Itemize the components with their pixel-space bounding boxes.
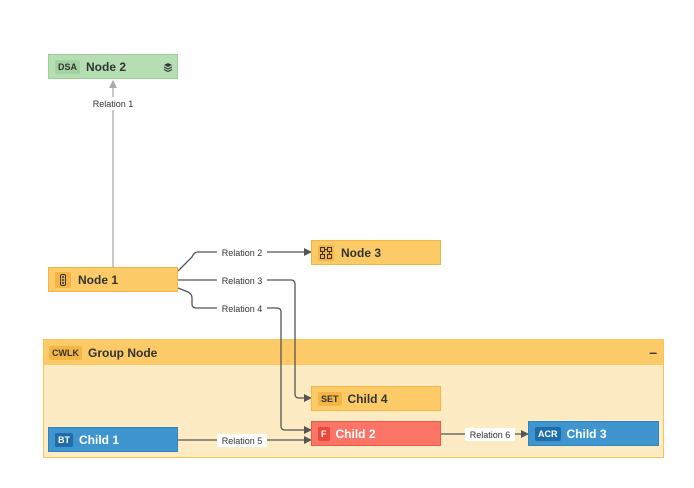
child-2-label: Child 2 [335, 426, 376, 441]
node-2[interactable]: DSA Node 2 [48, 54, 178, 79]
relation-6-edge[interactable]: Relation 6 [441, 428, 529, 441]
child-3[interactable]: ACR Child 3 [528, 421, 659, 446]
child-2-badge: F [318, 426, 330, 441]
child-4-label: Child 4 [347, 391, 388, 406]
traffic-light-icon [55, 271, 71, 288]
node-3-label: Node 3 [341, 245, 382, 260]
child-3-badge: ACR [535, 426, 561, 441]
node-2-badge: DSA [55, 59, 81, 74]
child-4-badge: SET [318, 391, 342, 406]
relation-2-label: Relation 2 [222, 248, 263, 258]
child-2[interactable]: F Child 2 [311, 421, 441, 446]
group-node-header[interactable]: CWLK Group Node – [44, 340, 663, 365]
child-1-badge: BT [55, 432, 73, 447]
relation-3-label: Relation 3 [222, 276, 263, 286]
relation-4-label: Relation 4 [222, 304, 263, 314]
node-3[interactable]: Node 3 [311, 240, 441, 265]
child-4[interactable]: SET Child 4 [311, 386, 441, 411]
relation-5-edge[interactable]: Relation 5 [178, 434, 312, 447]
relation-5-label: Relation 5 [222, 436, 263, 446]
group-label: Group Node [88, 345, 158, 360]
network-icon [318, 244, 334, 261]
node-1[interactable]: Node 1 [48, 267, 178, 292]
child-3-label: Child 3 [566, 426, 607, 441]
relation-3-edge[interactable]: Relation 3 [178, 274, 312, 402]
node-2-label: Node 2 [86, 59, 127, 74]
group-badge: CWLK [49, 345, 82, 360]
relation-2-edge[interactable]: Relation 2 [177, 246, 312, 272]
child-1-label: Child 1 [79, 432, 120, 447]
collapse-button[interactable]: – [649, 344, 657, 360]
relation-6-label: Relation 6 [470, 430, 511, 440]
node-1-label: Node 1 [78, 272, 119, 287]
child-1[interactable]: BT Child 1 [48, 427, 178, 452]
relation-4-edge[interactable]: Relation 4 [177, 287, 312, 434]
relation-1-edge[interactable]: Relation 1 [88, 80, 138, 267]
layers-icon [163, 61, 173, 73]
relation-1-label: Relation 1 [93, 99, 134, 109]
